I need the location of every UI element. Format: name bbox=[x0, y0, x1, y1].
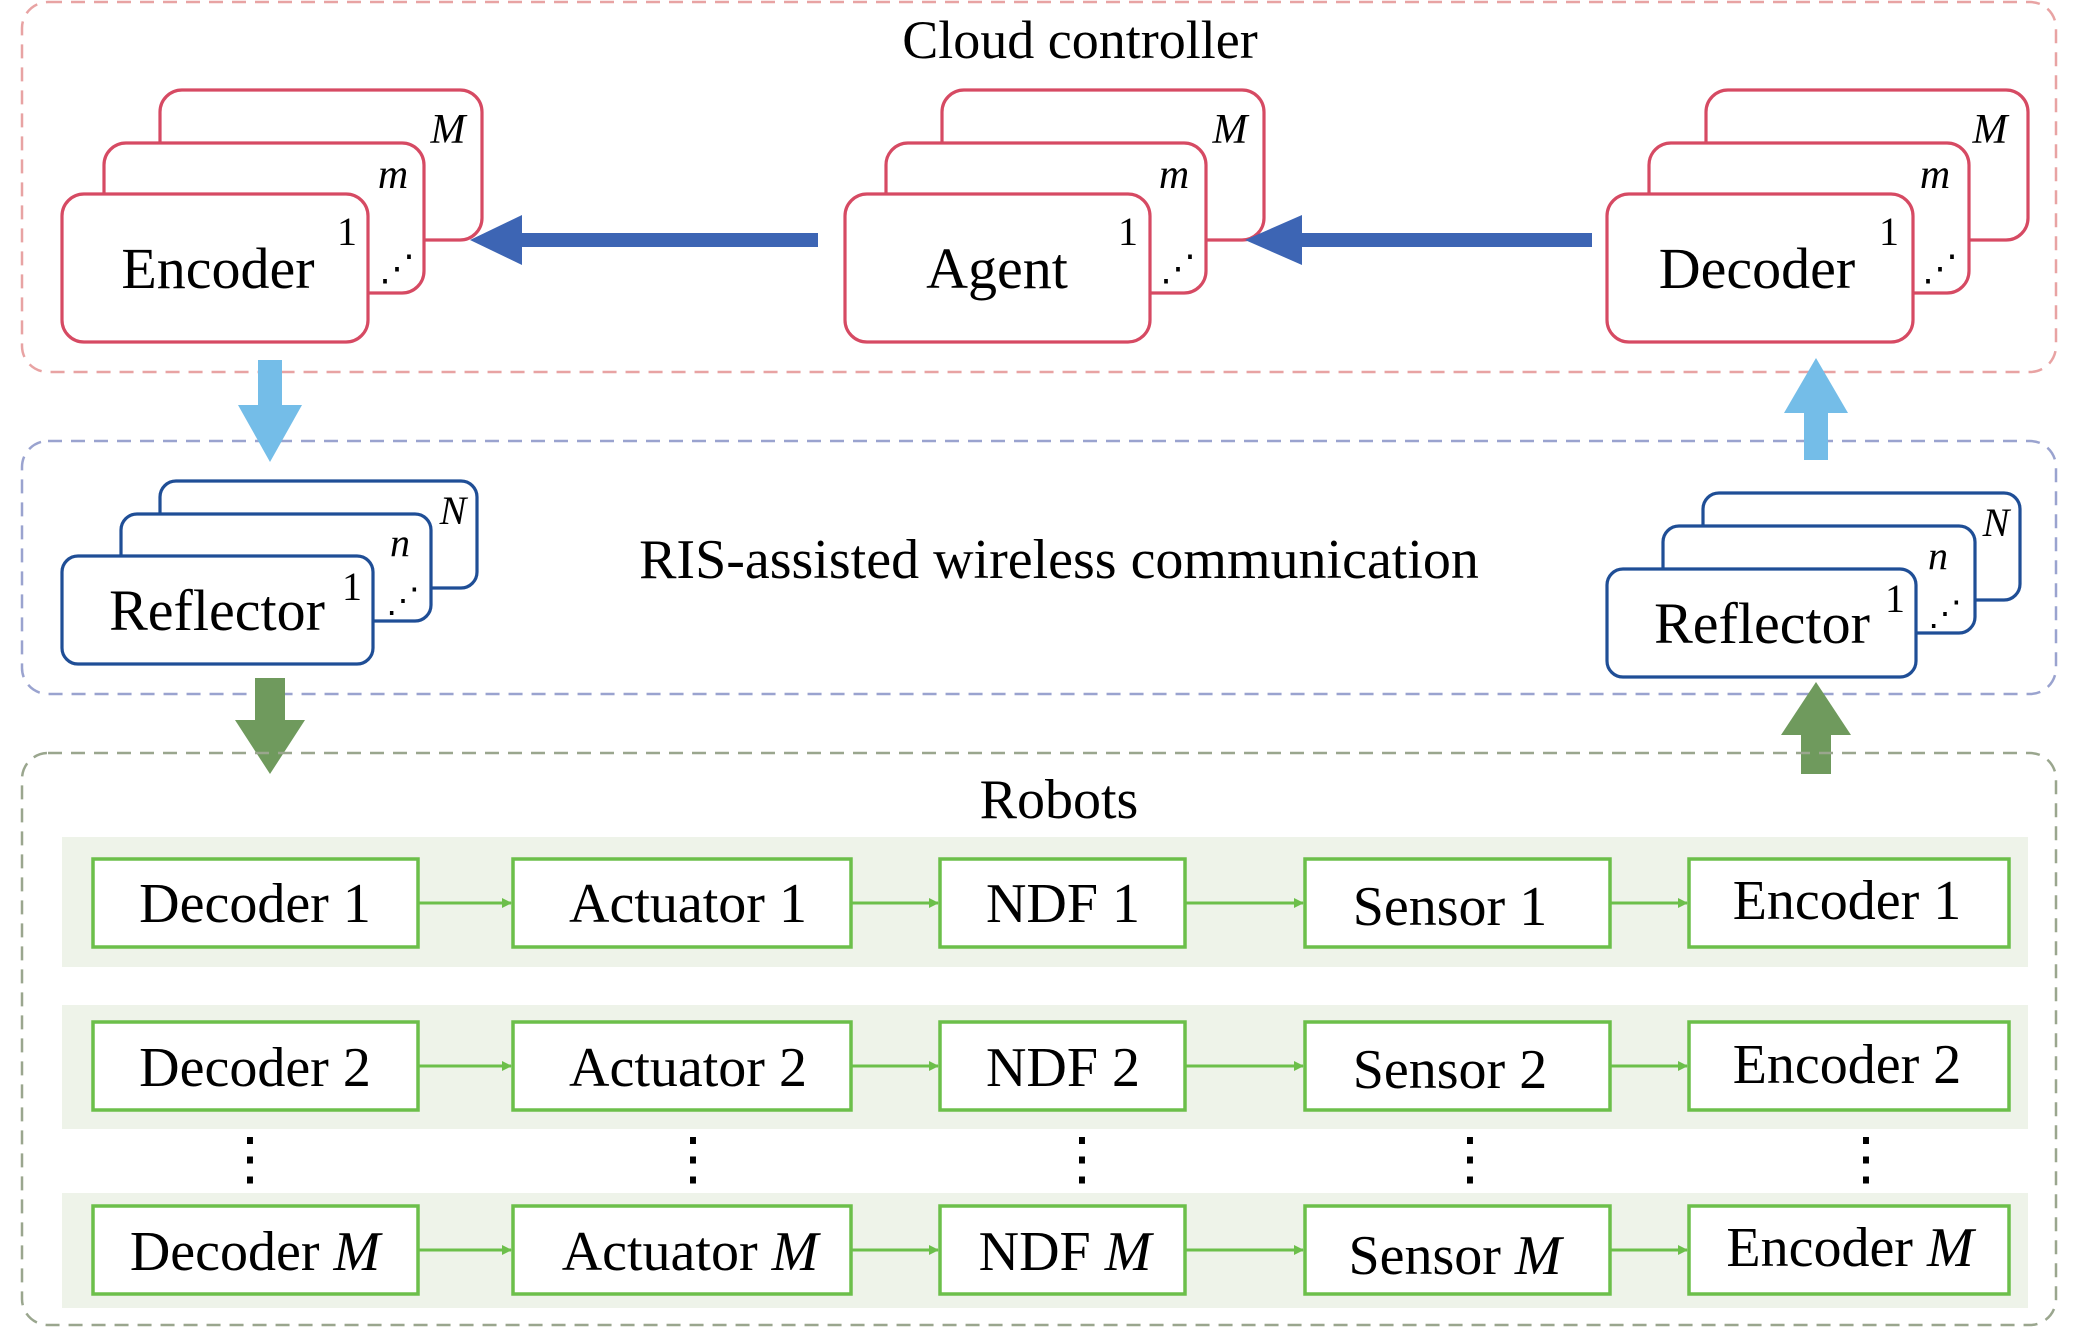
cloud-decoder-stack: Decoder 1 m M ⋰ bbox=[1605, 88, 2030, 344]
ris-region bbox=[20, 439, 2058, 696]
robot-1-decoder-box bbox=[91, 857, 420, 949]
encoder-index-1: 1 bbox=[337, 209, 357, 254]
robot-1-actuator-label: Actuator 1 bbox=[569, 873, 807, 935]
robot-M-encoder-label: Encoder M bbox=[1726, 1217, 1977, 1279]
robot-M-actuator-label: Actuator M bbox=[562, 1221, 822, 1283]
robot-2-ndf-box bbox=[938, 1020, 1187, 1112]
robot-1-decoder-label: Decoder 1 bbox=[139, 873, 371, 935]
robot-M-encoder-box bbox=[1687, 1204, 2011, 1296]
ris-reflector-left-stack: Reflector 1 n N ⋰ bbox=[60, 479, 479, 666]
robots-title: Robots bbox=[980, 769, 1139, 831]
agent-dots: ⋰ bbox=[1160, 248, 1196, 288]
robot-M-decoder-label: Decoder M bbox=[130, 1221, 384, 1283]
robot-M-decoder-box bbox=[91, 1204, 420, 1296]
decoder-label: Decoder bbox=[1659, 236, 1855, 301]
decoder-layer-1 bbox=[1605, 192, 1915, 344]
reflector-right-index-N: N bbox=[1982, 500, 2012, 545]
decoder-index-1: 1 bbox=[1879, 209, 1899, 254]
robot-2-encoder-label: Encoder 2 bbox=[1733, 1034, 1962, 1096]
decoder-dots: ⋰ bbox=[1922, 248, 1958, 288]
robot-rows-ellipsis: ⋮ ⋮ ⋮ ⋮ ⋮ bbox=[221, 1126, 1895, 1191]
robot-2-sensor-label: Sensor 2 bbox=[1353, 1039, 1547, 1101]
robot-row-M: Decoder M Actuator M NDF M Sensor M Enco… bbox=[62, 1193, 2028, 1308]
agent-label: Agent bbox=[926, 236, 1068, 301]
decoder-index-m: m bbox=[1920, 152, 1950, 198]
robot-row-1: Decoder 1 Actuator 1 NDF 1 Sensor 1 Enco… bbox=[62, 837, 2028, 967]
robot-1-ndf-label: NDF 1 bbox=[986, 873, 1140, 935]
arrow-decoder-to-agent bbox=[1245, 215, 1592, 265]
robot-M-sensor-label: Sensor M bbox=[1348, 1225, 1564, 1287]
arrow-reflector-to-robots bbox=[235, 678, 305, 774]
encoder-label: Encoder bbox=[121, 236, 314, 301]
robots-region bbox=[20, 751, 2058, 1327]
robot-1-sensor-label: Sensor 1 bbox=[1353, 876, 1547, 938]
robot-M-sensor-box bbox=[1303, 1204, 1612, 1296]
reflector-right-index-n: n bbox=[1928, 533, 1948, 578]
reflector-right-label: Reflector bbox=[1654, 591, 1870, 656]
ris-reflector-right-stack: Reflector 1 n N ⋰ bbox=[1605, 491, 2022, 679]
reflector-left-dots: ⋰ bbox=[386, 583, 420, 620]
cloud-encoder-stack: Encoder 1 m M ⋰ bbox=[60, 88, 484, 344]
arrow-agent-to-encoder bbox=[470, 215, 818, 265]
reflector-left-index-n: n bbox=[390, 520, 410, 565]
arrow-encoder-to-reflector bbox=[238, 360, 302, 462]
robot-M-actuator-box bbox=[511, 1204, 853, 1296]
reflector-right-dots: ⋰ bbox=[1928, 596, 1962, 633]
cloud-controller-region bbox=[20, 0, 2058, 374]
decoder-index-M: M bbox=[1972, 107, 2010, 153]
robot-row-2: Decoder 2 Actuator 2 NDF 2 Sensor 2 Enco… bbox=[62, 1005, 2028, 1129]
robot-M-ndf-box bbox=[938, 1204, 1187, 1296]
encoder-dots: ⋰ bbox=[379, 248, 415, 288]
robot-1-actuator-box bbox=[511, 857, 853, 949]
robot-2-actuator-label: Actuator 2 bbox=[569, 1037, 807, 1099]
reflector-left-layer-1 bbox=[60, 554, 375, 666]
reflector-left-index-1: 1 bbox=[342, 564, 362, 609]
robot-2-encoder-box bbox=[1687, 1020, 2011, 1112]
agent-index-M: M bbox=[1212, 107, 1250, 153]
ellipsis-ndf: ⋮ bbox=[1053, 1126, 1111, 1191]
robot-2-sensor-box bbox=[1303, 1020, 1612, 1112]
ellipsis-decoder: ⋮ bbox=[221, 1126, 279, 1191]
ellipsis-sensor: ⋮ bbox=[1441, 1126, 1499, 1191]
ellipsis-encoder: ⋮ bbox=[1837, 1126, 1895, 1191]
robot-2-ndf-label: NDF 2 bbox=[986, 1037, 1140, 1099]
arrow-reflector-to-decoder bbox=[1784, 358, 1848, 460]
arrow-robots-to-reflector bbox=[1781, 682, 1851, 774]
robot-2-decoder-box bbox=[91, 1020, 420, 1112]
robot-1-encoder-label: Encoder 1 bbox=[1733, 870, 1962, 932]
encoder-layer-1 bbox=[60, 192, 370, 344]
robot-2-decoder-label: Decoder 2 bbox=[139, 1037, 371, 1099]
robot-2-actuator-box bbox=[511, 1020, 853, 1112]
encoder-index-m: m bbox=[378, 152, 408, 198]
agent-index-m: m bbox=[1159, 152, 1189, 198]
reflector-left-index-N: N bbox=[439, 488, 469, 533]
reflector-right-index-1: 1 bbox=[1885, 576, 1905, 621]
reflector-left-label: Reflector bbox=[109, 578, 325, 643]
agent-index-1: 1 bbox=[1118, 209, 1138, 254]
robot-1-encoder-box bbox=[1687, 857, 2011, 949]
encoder-index-M: M bbox=[430, 107, 468, 153]
cloud-controller-title: Cloud controller bbox=[902, 10, 1257, 70]
ris-title: RIS-assisted wireless communication bbox=[639, 529, 1479, 591]
reflector-right-layer-1 bbox=[1605, 567, 1918, 679]
cloud-agent-stack: Agent 1 m M ⋰ bbox=[843, 88, 1266, 344]
ellipsis-actuator: ⋮ bbox=[664, 1126, 722, 1191]
robot-M-ndf-label: NDF M bbox=[979, 1221, 1155, 1283]
agent-layer-1 bbox=[843, 192, 1152, 344]
